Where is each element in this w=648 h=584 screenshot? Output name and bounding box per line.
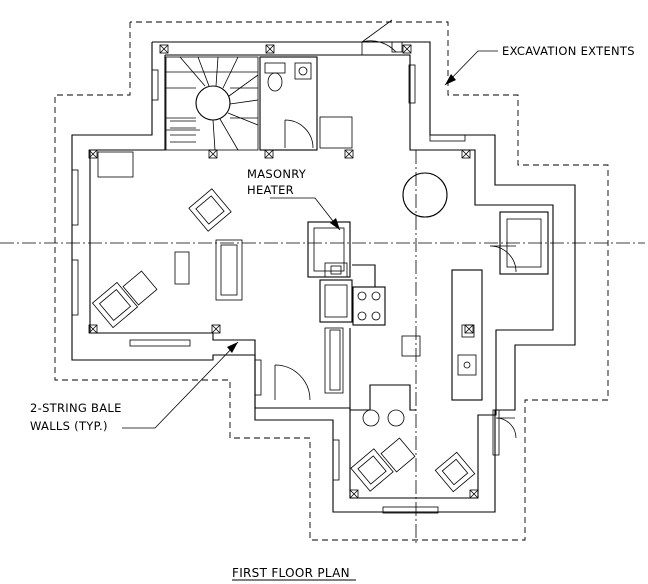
window-right-mid	[429, 134, 466, 142]
right-door-swing	[489, 245, 517, 273]
bale-arrow	[227, 342, 238, 353]
kitchen-sink-counter	[451, 269, 483, 401]
bathroom-wall	[259, 56, 318, 151]
stool-1	[362, 409, 380, 427]
kitchen-counter-left	[319, 279, 353, 323]
coffee-table	[174, 251, 190, 285]
window-lower-left	[332, 439, 340, 481]
toilet-tank	[264, 62, 286, 74]
entry-closet-1	[324, 327, 344, 394]
bale-walls-label-line2: WALLS (TYP.)	[30, 419, 108, 433]
window-entry-left	[254, 359, 262, 396]
window-right-top	[408, 64, 416, 104]
lower-right-door	[495, 417, 517, 439]
window-bottom-right	[382, 506, 439, 514]
stool-2	[387, 409, 405, 427]
toilet-bowl	[267, 72, 283, 92]
window-bottom-left	[129, 339, 191, 347]
bathroom-door-swing	[284, 119, 314, 149]
excavation-extents-label: EXCAVATION EXTENTS	[502, 44, 635, 58]
armchair-left-2	[122, 270, 158, 306]
structural-posts	[88, 44, 479, 499]
closet	[319, 116, 353, 149]
excavation-arrow	[445, 74, 456, 85]
masonry-heater-label-line1: MASONRY	[247, 167, 307, 181]
bathroom-sink	[294, 62, 312, 80]
stair-well	[165, 56, 259, 151]
kitchen-island	[352, 264, 376, 288]
round-table	[402, 172, 448, 218]
armchair-top	[188, 188, 232, 232]
kitchen-block	[401, 335, 421, 357]
heater-arrow	[330, 218, 340, 230]
armchair-left-1	[91, 281, 139, 329]
kitchen-partition	[349, 328, 416, 411]
armchair-bottom-1	[350, 448, 394, 492]
excavation-extents-outline	[54, 21, 609, 541]
spiral-stair-core	[195, 85, 231, 121]
sofa	[215, 239, 243, 301]
window-stair	[151, 69, 159, 101]
outer-bale-wall	[71, 41, 576, 513]
excavation-leader	[444, 50, 498, 86]
heater-firebox	[324, 262, 348, 278]
bale-leader	[122, 341, 239, 429]
window-left-2	[71, 259, 79, 316]
cabinet-top-left	[97, 151, 134, 178]
masonry-heater-label-line2: HEATER	[247, 183, 294, 197]
entry-door	[274, 364, 311, 401]
heater-leader	[270, 197, 341, 231]
top-entry-door	[361, 19, 397, 55]
stove	[352, 286, 386, 326]
armchair-bottom-3	[434, 451, 476, 493]
right-niche	[499, 211, 549, 275]
armchair-bottom-2	[380, 437, 416, 473]
entry-closet-2	[329, 329, 341, 391]
window-left-1	[71, 169, 79, 226]
plan-title: FIRST FLOOR PLAN	[232, 566, 350, 580]
window-right-bottom	[492, 409, 500, 456]
bale-walls-label-line1: 2-STRING BALE	[30, 401, 122, 415]
